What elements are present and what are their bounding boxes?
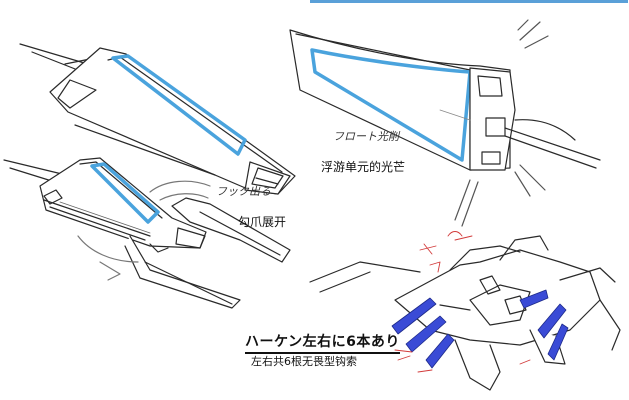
red-annotations: [394, 231, 531, 373]
handwritten-hook-note: フック出る: [216, 185, 271, 198]
claw-extend-caption: 勾爪展开: [238, 215, 287, 229]
hooks-heading: ハーケン左右に6本あり: [245, 331, 400, 354]
float-unit-sketch-large: [289, 19, 601, 227]
top-accent-line: [310, 0, 628, 3]
handwritten-float-note: フロート光削: [333, 130, 399, 143]
mech-hook-blades: [391, 289, 569, 369]
claw-unit-sketch: [3, 157, 291, 309]
float-unit-light-caption: 浮游单元的光芒: [321, 160, 406, 174]
hooks-caption: 左右共6根无畏型钩索: [251, 355, 357, 368]
float-unit-sketch-top-left: [19, 43, 296, 195]
